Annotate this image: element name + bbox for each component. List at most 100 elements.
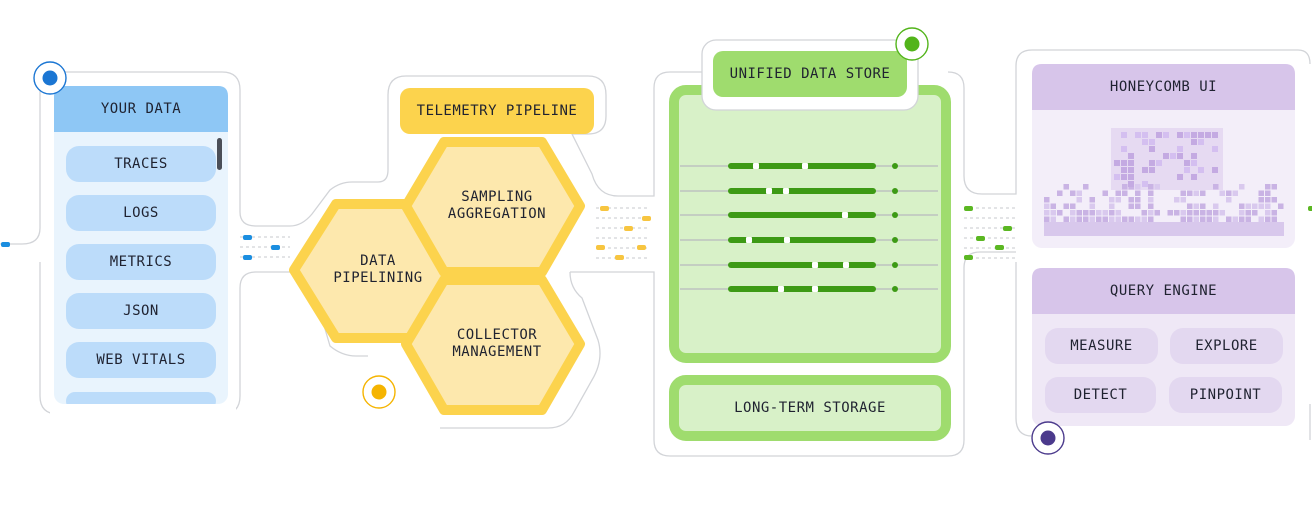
heatmap-cell [1271, 216, 1277, 222]
heatmap-cell [1163, 153, 1169, 159]
heatmap-cell [1265, 210, 1271, 216]
heatmap-cell [1114, 160, 1120, 166]
source-item-logs[interactable]: LOGS [66, 195, 216, 231]
heatmap-cell [1226, 197, 1232, 203]
heatmap-cell [1239, 210, 1245, 216]
heatmap-cell [1252, 203, 1258, 209]
heatmap-cell [1180, 216, 1186, 222]
heatmap-cell [1163, 132, 1169, 138]
heatmap-cell [1271, 184, 1277, 190]
hex-collector-line2: MANAGEMENT [452, 344, 542, 360]
heatmap-cell [1245, 216, 1251, 222]
query-explore-button[interactable]: EXPLORE [1170, 328, 1283, 364]
heatmap-cell [1128, 167, 1134, 173]
query-engine-title: QUERY ENGINE [1109, 282, 1218, 299]
heatmap-cell [1044, 197, 1050, 203]
heatmap-cell [1089, 216, 1095, 222]
heatmap-cell [1063, 216, 1069, 222]
heatmap-cell [1135, 216, 1141, 222]
heatmap-cell [1076, 210, 1082, 216]
heatmap-cell [1109, 197, 1115, 203]
query-measure-button[interactable]: MEASURE [1045, 328, 1158, 364]
heatmap-cell [1200, 190, 1206, 196]
heatmap-cell [1198, 139, 1204, 145]
query-pinpoint-button[interactable]: PINPOINT [1169, 377, 1282, 413]
heatmap-cell [1193, 210, 1199, 216]
source-item-traces[interactable]: TRACES [66, 146, 216, 182]
heatmap-cell [1096, 210, 1102, 216]
heatmap-cell [1187, 203, 1193, 209]
heatmap-cell [1170, 153, 1176, 159]
your-data-title: YOUR DATA [100, 100, 182, 117]
heatmap-cell [1177, 174, 1183, 180]
heatmap-cell [1121, 160, 1127, 166]
heatmap-cell [1191, 174, 1197, 180]
heatmap-cell [1070, 190, 1076, 196]
heatmap-cell [1089, 197, 1095, 203]
hex-data-pipelining-line2: PIPELINING [333, 270, 423, 286]
telemetry-pipeline-hexes [289, 88, 594, 415]
heatmap-cell [1187, 190, 1193, 196]
heatmap-cell [1102, 216, 1108, 222]
heatmap-cell [1076, 190, 1082, 196]
heatmap-cell [1076, 197, 1082, 203]
heatmap-cell [1212, 146, 1218, 152]
heatmap-cell [1191, 139, 1197, 145]
heatmap-cell [1142, 181, 1148, 187]
source-item-json[interactable]: JSON [66, 293, 216, 329]
heatmap-cell [1122, 216, 1128, 222]
heatmap-cell [1148, 184, 1154, 190]
heatmap-cell [1135, 132, 1141, 138]
heatmap-cell [1050, 210, 1056, 216]
heatmap-cell [1213, 210, 1219, 216]
blue-marker [33, 61, 67, 95]
heatmap-cell [1239, 184, 1245, 190]
heatmap-cell [1121, 167, 1127, 173]
heatmap-cell [1128, 160, 1134, 166]
heatmap-cell [1083, 216, 1089, 222]
source-item-metrics[interactable]: METRICS [66, 244, 216, 280]
query-detect-button[interactable]: DETECT [1045, 377, 1156, 413]
heatmap-cell [1177, 146, 1183, 152]
port-chips-yellow [596, 206, 651, 260]
heatmap-cell [1193, 216, 1199, 222]
heatmap-cell [1200, 216, 1206, 222]
heatmap-cell [1115, 210, 1121, 216]
heatmap-cell [1122, 184, 1128, 190]
heatmap-cell [1149, 167, 1155, 173]
heatmap-cell [1193, 203, 1199, 209]
heatmap-cell [1149, 160, 1155, 166]
heatmap-cell [1213, 184, 1219, 190]
heatmap-cell [1265, 197, 1271, 203]
long-term-storage-label: LONG-TERM STORAGE [734, 399, 886, 416]
heatmap-cell [1200, 210, 1206, 216]
heatmap-cell [1184, 167, 1190, 173]
heatmap-cell [1174, 197, 1180, 203]
heatmap-cell [1121, 132, 1127, 138]
heatmap-cell [1076, 216, 1082, 222]
hex-collector-management: COLLECTOR MANAGEMENT [422, 324, 572, 364]
heatmap-cell [1115, 190, 1121, 196]
heatmap-cell [1239, 203, 1245, 209]
heatmap-cell [1154, 184, 1160, 190]
heatmap-cell [1187, 216, 1193, 222]
heatmap-cell [1044, 210, 1050, 216]
heatmap-cell [1265, 190, 1271, 196]
heatmap-cell [1114, 174, 1120, 180]
heatmap-cell [1141, 216, 1147, 222]
heatmap-cell [1070, 203, 1076, 209]
heatmap-cell [1148, 197, 1154, 203]
source-item-web-vitals[interactable]: WEB VITALS [66, 342, 216, 378]
hex-collector-line1: COLLECTOR [456, 327, 538, 343]
heatmap-cell [1205, 132, 1211, 138]
heatmap-cell [1083, 184, 1089, 190]
heatmap-cell [1089, 203, 1095, 209]
heatmap-cell [1180, 197, 1186, 203]
heatmap-cell [1148, 216, 1154, 222]
heatmap-cell [1219, 210, 1225, 216]
heatmap-cell [1212, 167, 1218, 173]
heatmap-cell [1193, 190, 1199, 196]
heatmap-cell [1184, 132, 1190, 138]
heatmap-cell [1198, 167, 1204, 173]
heatmap-cell [1122, 190, 1128, 196]
